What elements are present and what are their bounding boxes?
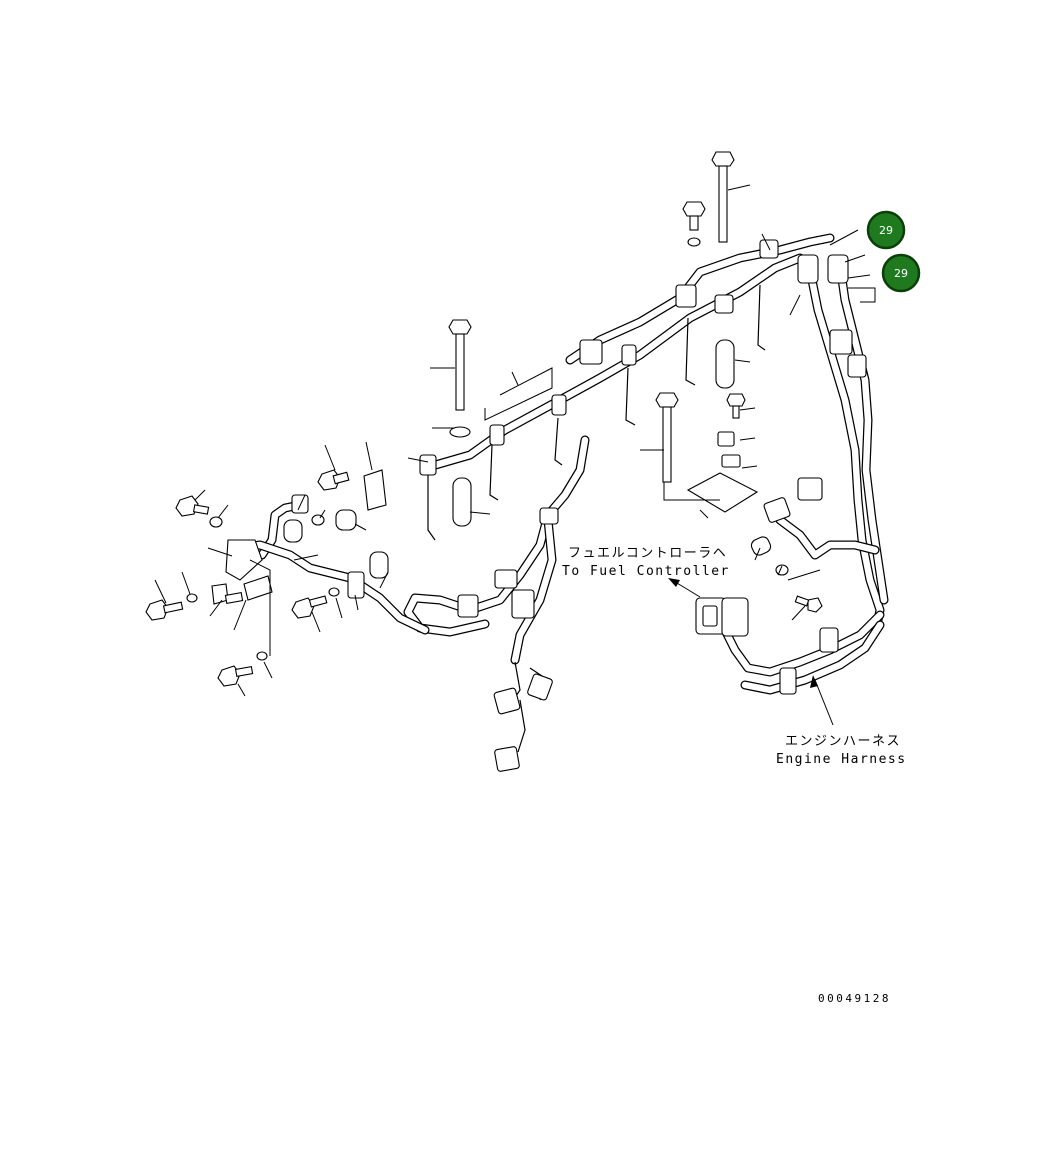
bolts [448,151,823,613]
drawing-number: 00049128 [818,992,891,1005]
part-badge-text: 29 [879,224,893,237]
harness-wires [230,233,889,753]
fuel-controller-label-jp: フュエルコントローラヘ [568,546,727,561]
part-badge-29-top[interactable]: 29 [866,210,906,250]
part-badge-text: 29 [894,267,908,280]
engine-harness-label-en: Engine Harness [776,752,907,767]
fuel-controller-label-en: To Fuel Controller [562,564,730,579]
engine-harness-label-jp: エンジンハーネス [785,734,901,749]
fuel-controller-connector [695,597,749,637]
left-bracket-cluster [145,469,389,687]
harness-clamps [419,239,867,772]
leader-lines [154,184,876,726]
part-badge-29-bottom[interactable]: 29 [881,253,921,293]
